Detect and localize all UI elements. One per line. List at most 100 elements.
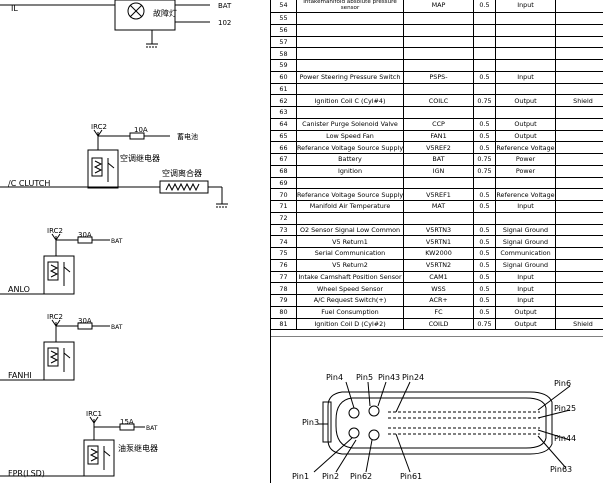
table-cell-type: Output	[495, 117, 556, 131]
table-cell-pin: 69	[270, 176, 297, 190]
table-cell-size	[473, 211, 496, 225]
table-cell-signal	[403, 211, 474, 225]
table-cell-pin: 77	[270, 270, 297, 284]
fanhi-wire-label: FANHI	[8, 371, 32, 380]
table-cell-note	[555, 305, 603, 319]
table-cell-size	[473, 59, 496, 72]
table-cell-size: 0.5	[473, 0, 496, 13]
table-cell-name	[296, 12, 404, 25]
table-cell-pin: 80	[270, 305, 297, 319]
table-cell-pin: 79	[270, 294, 297, 307]
table-cell-name: Canister Purge Solenoid Valve	[296, 117, 404, 131]
pump-relay-label: 油泵继电器	[118, 443, 158, 453]
table-cell-note	[555, 164, 603, 178]
table-cell-signal: FC	[403, 305, 474, 319]
pin1-label: Pin1	[292, 472, 309, 481]
table-cell-type: Signal Ground	[495, 223, 556, 237]
table-row: 72	[270, 211, 603, 225]
table-cell-name: Low Speed Fan	[296, 129, 404, 143]
table-cell-type	[495, 35, 556, 49]
table-cell-note	[555, 12, 603, 25]
table-cell-type: Input	[495, 200, 556, 213]
table-cell-signal: MAP	[403, 0, 474, 13]
table-cell-note	[555, 235, 603, 248]
table-cell-note	[555, 247, 603, 260]
table-cell-note	[555, 82, 603, 96]
table-cell-size: 0.5	[473, 141, 496, 154]
pin6-label: Pin6	[554, 379, 571, 388]
table-cell-type: Power	[495, 153, 556, 166]
fanlo-fuse: 30A	[78, 231, 92, 239]
table-cell-size: 0.5	[473, 117, 496, 131]
table-cell-type: Output	[495, 94, 556, 107]
table-cell-signal	[403, 47, 474, 60]
table-row: 63	[270, 106, 603, 119]
ecu-connector-diagram: Pin4 Pin5 Pin43 Pin24 Pin6 Pin25 Pin3 Pi…	[270, 336, 603, 481]
table-cell-pin: 60	[270, 70, 297, 84]
table-cell-type: Reference Voltage	[495, 188, 556, 201]
pump-relay-circuit: IRC1 15A BAT 油泵继电器 FPR(LSD)	[0, 410, 158, 478]
table-cell-pin: 55	[270, 12, 297, 25]
table-cell-pin: 66	[270, 141, 297, 154]
ac-relay-circuit: IRC2 10A 蓄电池 空调继电器 空调离合器 /C CLUTCH	[0, 123, 228, 208]
table-cell-size: 0.75	[473, 317, 496, 331]
table-cell-signal: V5RTN1	[403, 235, 474, 248]
table-cell-name: Wheel Speed Sensor	[296, 282, 404, 295]
table-cell-size: 0.5	[473, 305, 496, 319]
table-cell-pin: 74	[270, 235, 297, 248]
pin44-label: Pin44	[554, 434, 576, 443]
table-cell-type: Signal Ground	[495, 258, 556, 272]
ac-wire-label: /C CLUTCH	[8, 179, 50, 188]
fault-lamp-circuit: IL 故障灯 BAT 102	[0, 0, 232, 48]
table-cell-pin: 62	[270, 94, 297, 107]
table-cell-note: Shield	[555, 317, 603, 331]
ac-fuse: 10A	[134, 126, 148, 134]
table-cell-note	[555, 200, 603, 213]
table-cell-signal: MAT	[403, 200, 474, 213]
table-cell-pin: 81	[270, 317, 297, 331]
pin3-label: Pin3	[302, 418, 319, 427]
table-cell-signal: V5RTN2	[403, 258, 474, 272]
pin25-label: Pin25	[554, 404, 576, 413]
table-row: 55	[270, 12, 603, 25]
table-row: 58	[270, 47, 603, 60]
table-cell-signal: FAN1	[403, 129, 474, 143]
table-cell-type: Input	[495, 0, 556, 13]
table-cell-pin: 70	[270, 188, 297, 201]
table-cell-size: 0.5	[473, 188, 496, 201]
table-cell-note	[555, 188, 603, 201]
table-cell-size	[473, 176, 496, 190]
pin24-label: Pin24	[402, 373, 424, 382]
table-cell-note	[555, 106, 603, 119]
table-cell-signal: CCP	[403, 117, 474, 131]
table-cell-note	[555, 211, 603, 225]
table-cell-note	[555, 23, 603, 37]
table-cell-note	[555, 176, 603, 190]
table-cell-type: Reference Voltage	[495, 141, 556, 154]
table-cell-signal: COILC	[403, 94, 474, 107]
fanhi-bat: BAT	[111, 324, 123, 331]
table-cell-size: 0.5	[473, 200, 496, 213]
table-cell-size: 0.5	[473, 129, 496, 143]
lamp-icon	[127, 2, 145, 20]
pin4-label: Pin4	[326, 373, 343, 382]
table-cell-note	[555, 294, 603, 307]
table-cell-type	[495, 106, 556, 119]
fault-lamp-label: 故障灯	[153, 8, 177, 18]
table-cell-note	[555, 282, 603, 295]
table-cell-type	[495, 23, 556, 37]
table-cell-name: Battery	[296, 153, 404, 166]
table-cell-signal: V5REF2	[403, 141, 474, 154]
table-cell-type	[495, 47, 556, 60]
fanlo-relay-code: IRC2	[47, 227, 63, 235]
table-cell-type: Communication	[495, 247, 556, 260]
pin62-label: Pin62	[350, 472, 372, 481]
